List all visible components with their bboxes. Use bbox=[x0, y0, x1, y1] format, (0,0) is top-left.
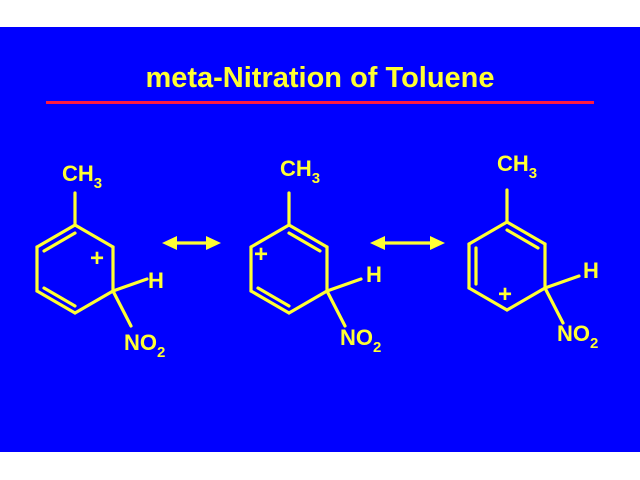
slide-background bbox=[0, 27, 640, 452]
structure-2-bonds bbox=[249, 191, 363, 328]
structure-2-charge: + bbox=[254, 241, 268, 268]
structure-2-nitro-label: NO2 bbox=[340, 325, 381, 356]
structure-3-nitro-label: NO2 bbox=[557, 321, 598, 352]
structure-1-methyl-label: CH3 bbox=[62, 161, 102, 192]
structure-3-hydrogen-label: H bbox=[583, 258, 599, 283]
structure-3-methyl-label: CH3 bbox=[497, 151, 537, 182]
resonance-arrow-2 bbox=[370, 236, 445, 250]
structure-1-hydrogen-label: H bbox=[148, 268, 164, 293]
resonance-arrow-1 bbox=[162, 236, 221, 250]
structure-2-methyl-label: CH3 bbox=[280, 156, 320, 187]
structure-1-charge: + bbox=[90, 245, 104, 272]
structure-1-bonds bbox=[35, 191, 149, 328]
structure-1-nitro-label: NO2 bbox=[124, 330, 165, 361]
structure-3-bonds bbox=[467, 188, 581, 325]
structure-2-hydrogen-label: H bbox=[366, 262, 382, 287]
slide-title: meta-Nitration of Toluene bbox=[145, 62, 495, 94]
structure-3-charge: + bbox=[498, 281, 512, 308]
title-underline bbox=[46, 101, 594, 104]
